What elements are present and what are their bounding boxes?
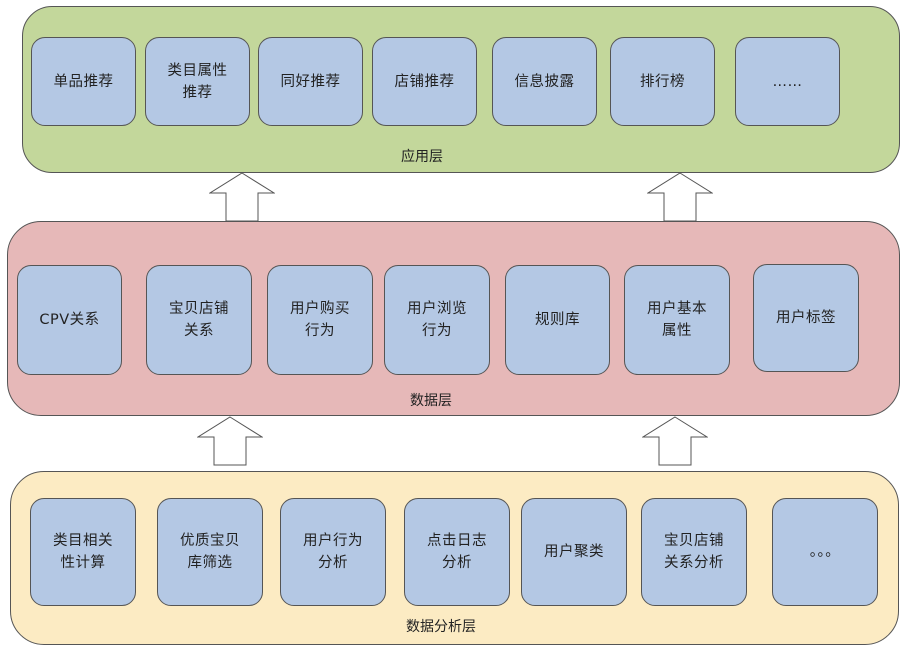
analysis-layer-label: 数据分析层 <box>406 619 476 635</box>
analysis-item-more: 。。。 <box>772 498 878 606</box>
data-item-product-shop-relation: 宝贝店铺 关系 <box>146 265 252 375</box>
analysis-item-category-correlation: 类目相关 性计算 <box>30 498 136 606</box>
analysis-item-click-log-analysis: 点击日志 分析 <box>404 498 510 606</box>
analysis-item-user-clustering: 用户聚类 <box>521 498 627 606</box>
app-item-info-disclosure: 信息披露 <box>492 37 597 126</box>
analysis-item-product-shop-relation-analysis: 宝贝店铺 关系分析 <box>641 498 747 606</box>
app-item-shop-recommend: 店铺推荐 <box>372 37 477 126</box>
arrow-up-icon <box>209 172 275 222</box>
arrow-up-icon <box>647 172 713 222</box>
analysis-item-user-behavior-analysis: 用户行为 分析 <box>280 498 386 606</box>
data-item-user-browse-behavior: 用户浏览 行为 <box>384 265 490 375</box>
arrow-up-icon <box>642 416 708 466</box>
application-layer-label: 应用层 <box>401 149 443 165</box>
app-item-similar-taste-recommend: 同好推荐 <box>258 37 363 126</box>
data-item-user-tags: 用户标签 <box>753 264 859 372</box>
data-item-rule-base: 规则库 <box>505 265 610 375</box>
analysis-item-quality-product-filter: 优质宝贝 库筛选 <box>157 498 263 606</box>
data-item-user-purchase-behavior: 用户购买 行为 <box>267 265 373 375</box>
app-item-ranking: 排行榜 <box>610 37 715 126</box>
data-item-cpv-relation: CPV关系 <box>17 265 122 375</box>
app-item-single-product-recommend: 单品推荐 <box>31 37 136 126</box>
app-item-category-attribute-recommend: 类目属性 推荐 <box>145 37 250 126</box>
app-item-more: …… <box>735 37 840 126</box>
data-layer-label: 数据层 <box>410 393 452 409</box>
data-item-user-basic-attributes: 用户基本 属性 <box>624 265 730 375</box>
arrow-up-icon <box>197 416 263 466</box>
